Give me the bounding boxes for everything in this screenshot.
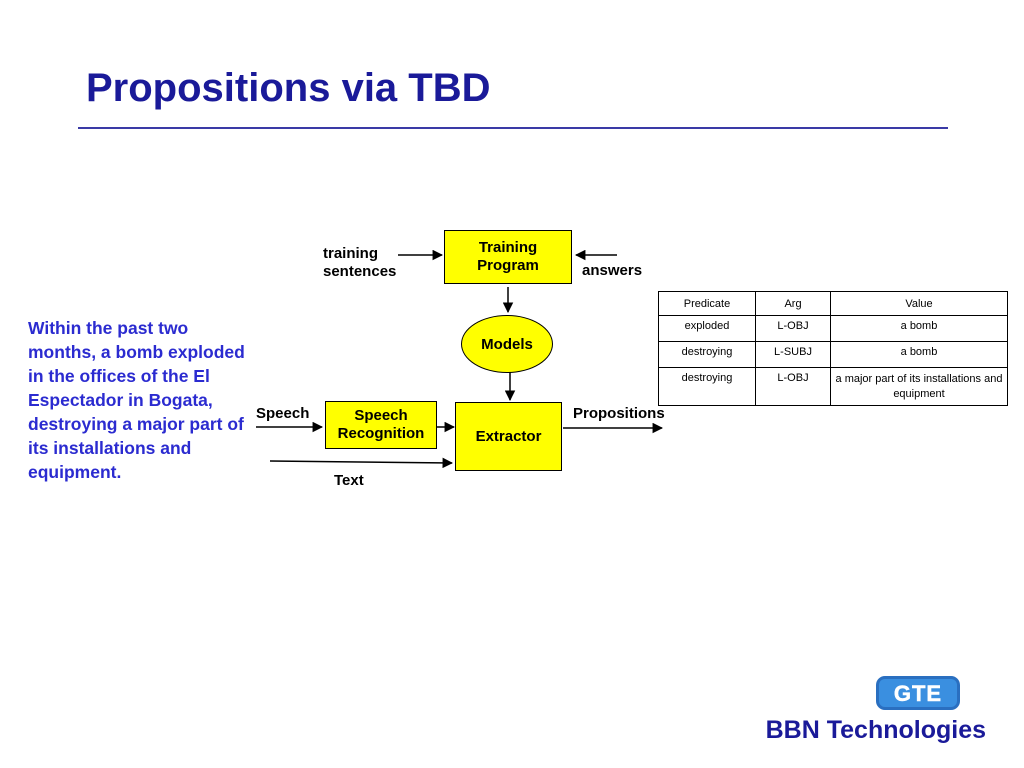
label-text: Text <box>334 472 364 489</box>
extractor-box: Extractor <box>455 402 562 471</box>
column-header-predicate: Predicate <box>658 291 756 316</box>
example-sentence: Within the past two months, a bomb explo… <box>28 318 245 482</box>
gte-logo: GTE <box>876 676 960 710</box>
column-header-arg: Arg <box>755 291 831 316</box>
slide-title: Propositions via TBD <box>86 66 491 110</box>
table-row: destroying L-OBJ a major part of its ins… <box>658 367 1008 406</box>
svg-text:GTE: GTE <box>894 681 942 705</box>
table-header-row: Predicate Arg Value <box>658 291 1008 316</box>
column-header-value: Value <box>830 291 1008 316</box>
label-answers: answers <box>582 262 643 279</box>
arrow-text <box>269 457 454 469</box>
table-row: exploded L-OBJ a bomb <box>658 315 1008 342</box>
footer-company: BBN Technologies <box>765 716 986 744</box>
label-training-sentences: training sentences <box>323 245 397 280</box>
table-row: destroying L-SUBJ a bomb <box>658 341 1008 368</box>
label-speech: Speech <box>256 405 310 422</box>
training-program-box: Training Program <box>444 230 572 284</box>
title-divider <box>78 127 948 129</box>
speech-recognition-box: Speech Recognition <box>325 401 437 449</box>
gte-logo-lettering: GTE <box>894 681 942 705</box>
label-propositions: Propositions <box>573 405 665 422</box>
models-node: Models <box>461 315 553 373</box>
propositions-table: Predicate Arg Value exploded L-OBJ a bom… <box>658 291 1008 406</box>
